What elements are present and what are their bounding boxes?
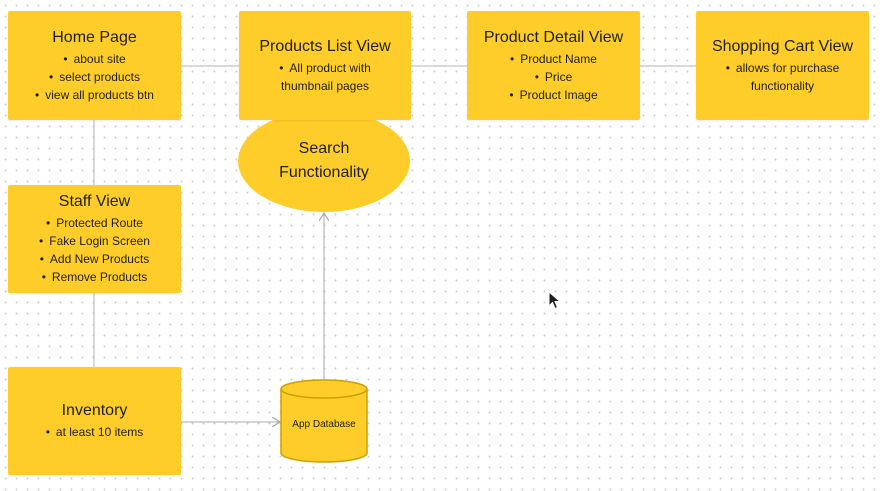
products-list-view-bullets: All product with thumbnail pages (279, 59, 371, 95)
search-functionality-line2: Functionality (279, 164, 369, 181)
bullet-item-continuation: thumbnail pages (280, 78, 370, 93)
bullet-item-continuation: functionality (750, 78, 815, 93)
bullet-item: allows for purchase (726, 59, 839, 77)
bullet-item: Product Image (509, 86, 598, 104)
bullet-item: view all products btn (35, 86, 154, 104)
bullet-item: at least 10 items (46, 423, 143, 441)
bullet-item: Add New Products (39, 250, 150, 268)
products-list-view-title: Products List View (259, 37, 391, 55)
staff-view-title: Staff View (58, 193, 131, 210)
bullet-item: about site (35, 50, 154, 68)
staff-view-bullets: Protected Route Fake Login Screen Add Ne… (39, 214, 150, 286)
inventory-title: Inventory (61, 402, 128, 419)
bullet-item: select products (35, 68, 154, 86)
bullet-item: All product with (279, 59, 370, 77)
inventory-bullets: at least 10 items (46, 423, 143, 441)
home-page-card[interactable]: Home Page about site select products vie… (8, 11, 181, 120)
product-detail-view-title: Product Detail View (483, 28, 624, 46)
bullet-item: Protected Route (39, 214, 150, 232)
home-page-bullets: about site select products view all prod… (35, 50, 154, 104)
app-database-label: App Database (292, 419, 356, 430)
products-list-view-card[interactable]: Products List View All product with thum… (239, 11, 411, 120)
product-detail-view-bullets: Product Name Price Product Image (509, 50, 598, 104)
search-functionality-line1: Search (298, 140, 350, 157)
search-functionality-node[interactable]: Search Functionality (238, 110, 410, 212)
bullet-item: Price (509, 68, 597, 86)
mouse-pointer-icon (548, 291, 562, 310)
search-functionality-shape[interactable] (238, 110, 410, 212)
staff-view-card[interactable]: Staff View Protected Route Fake Login Sc… (8, 185, 181, 293)
bullet-item: Remove Products (39, 268, 150, 286)
inventory-card[interactable]: Inventory at least 10 items (8, 367, 181, 475)
bullet-item: Fake Login Screen (39, 232, 150, 250)
bullet-item: Product Name (509, 50, 597, 68)
shopping-cart-view-title: Shopping Cart View (711, 37, 854, 55)
shopping-cart-view-card[interactable]: Shopping Cart View allows for purchase f… (696, 11, 869, 120)
shopping-cart-view-bullets: allows for purchase functionality (726, 59, 839, 95)
product-detail-view-card[interactable]: Product Detail View Product Name Price P… (467, 11, 640, 120)
home-page-title: Home Page (52, 28, 137, 46)
app-database-cylinder[interactable] (280, 379, 368, 463)
